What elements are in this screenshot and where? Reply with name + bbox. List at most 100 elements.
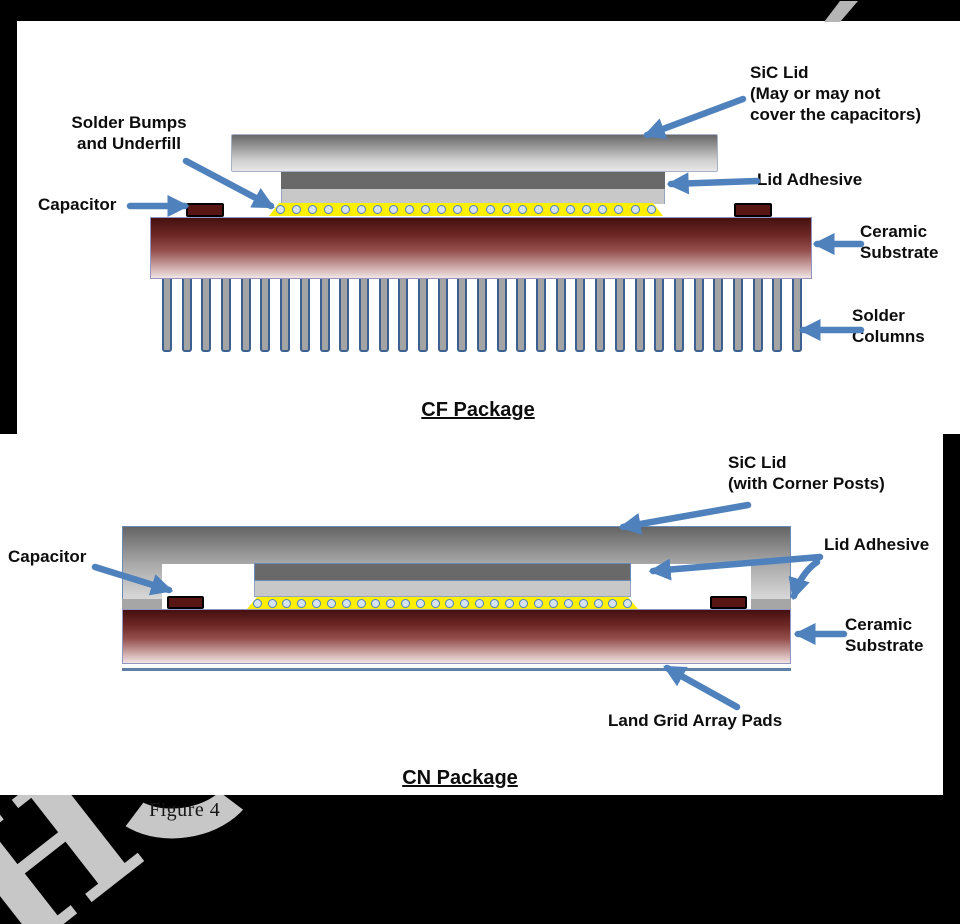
cn-ceramic-substrate-shape [122, 609, 791, 664]
solder-bump [253, 599, 262, 608]
solder-column [654, 279, 665, 352]
cn-land-grid-array-pads-shape [122, 668, 791, 671]
solder-bump [564, 599, 573, 608]
cn-ceramic-substrate-label: Ceramic Substrate [845, 615, 924, 655]
solder-bump [647, 205, 656, 214]
solder-bump [534, 599, 543, 608]
solder-bump [475, 599, 484, 608]
solder-bump [598, 205, 607, 214]
cf-ceramic-substrate-shape [150, 217, 812, 279]
cf-solder-columns-label: Solder Columns [852, 306, 925, 346]
solder-column [181, 279, 192, 352]
solder-column [752, 279, 763, 352]
solder-bump [389, 205, 398, 214]
solder-bump [534, 205, 543, 214]
solder-bump [268, 599, 277, 608]
solder-bump [371, 599, 380, 608]
cn-underfill-shape [247, 597, 638, 609]
solder-bump [292, 205, 301, 214]
solder-bump [373, 205, 382, 214]
cn-corner-post-right [751, 564, 791, 599]
cn-sic-lid-shape [122, 526, 791, 564]
solder-column [299, 279, 310, 352]
solder-column [221, 279, 232, 352]
solder-column [201, 279, 212, 352]
cf-lid-adhesive-label: Lid Adhesive [757, 170, 863, 189]
solder-bump [490, 599, 499, 608]
solder-bump [405, 205, 414, 214]
solder-bump [276, 205, 285, 214]
cf-solder-bumps-label: Solder Bumps and Underfill [71, 113, 187, 153]
solder-column [792, 279, 802, 352]
solder-bump [297, 599, 306, 608]
solder-column [378, 279, 389, 352]
solder-bump [421, 205, 430, 214]
solder-column [634, 279, 645, 352]
solder-bump [614, 205, 623, 214]
cf-underfill-shape [269, 203, 663, 216]
solder-column [772, 279, 783, 352]
cn-sic-lid-label: SiC Lid (with Corner Posts) [728, 453, 885, 493]
cf-package-title: CF Package [421, 399, 535, 421]
cf-capacitor-left [186, 203, 224, 217]
solder-bump [566, 205, 575, 214]
solder-column [713, 279, 724, 352]
solder-column [496, 279, 507, 352]
solder-column [477, 279, 487, 352]
cn-corner-post-left [122, 564, 162, 599]
solder-bump [327, 599, 336, 608]
cn-lga-pads-label: Land Grid Array Pads [608, 711, 783, 730]
solder-column [358, 279, 369, 352]
cf-sic-lid-shape [231, 134, 718, 172]
figure-caption: Figure 4 [149, 799, 221, 821]
solder-column [693, 279, 704, 352]
solder-column [260, 279, 271, 352]
solder-bump [549, 599, 558, 608]
solder-bump [631, 205, 640, 214]
solder-bump [312, 599, 321, 608]
solder-bump [386, 599, 395, 608]
cn-capacitor-label: Capacitor [8, 547, 87, 566]
cf-solder-columns-row [162, 279, 802, 352]
solder-bump [519, 599, 528, 608]
solder-column [457, 279, 468, 352]
solder-column [280, 279, 291, 352]
solder-bump [324, 205, 333, 214]
cn-post-adhesive-left [122, 599, 162, 609]
solder-column [437, 279, 448, 352]
cn-capacitor-right [710, 596, 747, 609]
solder-bump [486, 205, 495, 214]
solder-column [339, 279, 350, 352]
solder-bump [608, 599, 617, 608]
solder-column [319, 279, 330, 352]
solder-bump [341, 205, 350, 214]
solder-bump [357, 599, 366, 608]
solder-column [614, 279, 625, 352]
cf-capacitor-label: Capacitor [38, 195, 117, 214]
cn-package-title: CN Package [402, 767, 518, 789]
cn-post-adhesive-right [751, 599, 791, 609]
solder-column [732, 279, 743, 352]
cf-capacitor-right [734, 203, 772, 217]
solder-bump [282, 599, 291, 608]
cn-die-shape [254, 581, 631, 597]
solder-bump [416, 599, 425, 608]
solder-bump [582, 205, 591, 214]
solder-column [162, 279, 172, 352]
cn-lid-adhesive-shape [254, 563, 631, 581]
solder-column [536, 279, 547, 352]
solder-column [575, 279, 586, 352]
solder-bump [623, 599, 632, 608]
cf-die-shape [281, 189, 665, 204]
solder-bump [437, 205, 446, 214]
solder-bump [445, 599, 454, 608]
solder-bump [342, 599, 351, 608]
solder-bump [431, 599, 440, 608]
solder-column [417, 279, 428, 352]
solder-column [240, 279, 251, 352]
solder-bump [357, 205, 366, 214]
solder-bump [469, 205, 478, 214]
solder-bump [453, 205, 462, 214]
